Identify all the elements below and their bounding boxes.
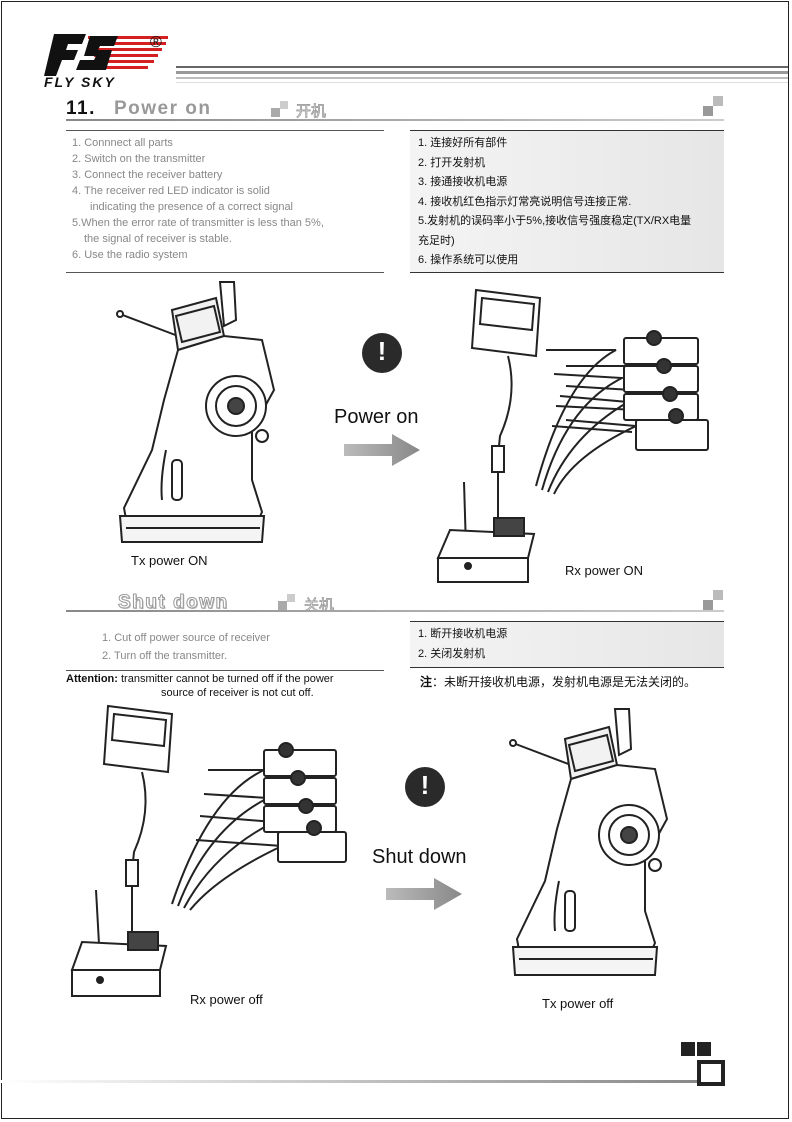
arrow-right-icon <box>386 878 462 910</box>
step-en: 4. The receiver red LED indicator is sol… <box>72 185 270 197</box>
step-en: 1. Connnect all parts <box>72 137 173 149</box>
registered-mark: ® <box>150 34 162 51</box>
footer-rule <box>0 1080 700 1083</box>
cn-note: 注：未断开接收机电源，发射机电源是无法关闭的。 <box>420 673 696 690</box>
power-on-arrow-label: Power on <box>334 406 419 428</box>
section-rule <box>66 119 724 121</box>
step-cn: 3. 接通接收机电源 <box>418 176 508 188</box>
step-cn: 2. 关闭发射机 <box>418 648 486 660</box>
attention-note: Attention: transmitter cannot be turned … <box>66 673 388 686</box>
shut-down-title: Shut down <box>118 592 229 614</box>
rule <box>66 670 384 671</box>
corner-deco-icon <box>703 590 723 610</box>
attention-line1: transmitter cannot be turned off if the … <box>121 673 334 685</box>
steps-cn-box: 1. 连接好所有部件 2. 打开发射机 3. 接通接收机电源 4. 接收机红色指… <box>410 130 724 272</box>
warning-mark: ! <box>420 770 430 800</box>
section-rule <box>66 610 724 612</box>
step-cn: 1. 连接好所有部件 <box>418 137 508 149</box>
attention-line2: source of receiver is not cut off. <box>161 687 314 699</box>
rule <box>66 130 384 131</box>
step-cn: 2. 打开发射机 <box>418 156 486 169</box>
rule <box>410 130 724 131</box>
rule <box>410 621 724 622</box>
tx-power-off-caption: Tx power off <box>542 996 614 1011</box>
section-number: 11. <box>66 98 96 120</box>
step-en: 3. Connect the receiver battery <box>72 169 223 181</box>
step-en: 6. Use the radio system <box>72 249 188 261</box>
rule <box>410 667 724 668</box>
receiver-servos-illustration <box>70 704 347 997</box>
step-cn: 5.发射机的误码率小于5%,接收信号强度稳定(TX/RX电量 <box>418 215 692 227</box>
brand-name: FLY SKY <box>44 74 116 90</box>
shut-down-title-cn: 关机 <box>304 597 335 615</box>
shut-down-arrow-label: Shut down <box>372 846 467 868</box>
step-en: 1. Cut off power source of receiver <box>102 632 270 644</box>
warning-icon: ! <box>405 767 445 807</box>
header-lines <box>176 66 788 83</box>
warning-icon: ! <box>362 333 402 373</box>
step-cn: 充足时) <box>418 234 455 247</box>
step-en: 2. Switch on the transmitter <box>72 153 206 165</box>
arrow-right-icon <box>344 434 420 466</box>
attention-label: Attention: <box>66 673 118 685</box>
tx-power-on-caption: Tx power ON <box>131 553 208 568</box>
receiver-servos-illustration <box>436 288 709 583</box>
rx-power-on-caption: Rx power ON <box>565 563 644 578</box>
title-block-icon <box>271 101 288 117</box>
cn-note-text: ：未断开接收机电源，发射机电源是无法关闭的。 <box>432 675 697 689</box>
footer-page-mark-icon <box>681 1042 725 1086</box>
steps-en-list: 1. Connnect all parts 2. Switch on the t… <box>72 135 382 263</box>
rule <box>66 272 384 273</box>
flysky-logo <box>44 34 168 76</box>
shutdown-steps-en: 1. Cut off power source of receiver 2. T… <box>102 629 270 665</box>
step-cn: 6. 操作系统可以使用 <box>418 254 519 266</box>
rx-power-off-caption: Rx power off <box>190 992 263 1007</box>
step-en: indicating the presence of a correct sig… <box>90 201 294 213</box>
rule <box>410 272 724 273</box>
step-en: the signal of receiver is stable. <box>84 233 232 245</box>
shutdown-steps-cn-box: 1. 断开接收机电源 2. 关闭发射机 <box>410 621 724 667</box>
cn-note-label: 注 <box>420 675 433 689</box>
transmitter-illustration <box>509 708 669 976</box>
power-on-title-cn: 开机 <box>296 103 327 121</box>
power-on-title: Power on <box>114 98 212 119</box>
step-cn: 4. 接收机红色指示灯常亮说明信号连接正常. <box>418 195 632 208</box>
step-en: 5.When the error rate of transmitter is … <box>72 217 324 229</box>
section-number-text: 11. <box>66 98 96 119</box>
title-block-icon <box>278 594 295 610</box>
step-en: 2. Turn off the transmitter. <box>102 650 228 662</box>
warning-mark: ! <box>377 336 387 366</box>
corner-deco-icon <box>703 96 723 116</box>
step-cn: 1. 断开接收机电源 <box>418 628 508 640</box>
transmitter-illustration <box>116 281 276 543</box>
